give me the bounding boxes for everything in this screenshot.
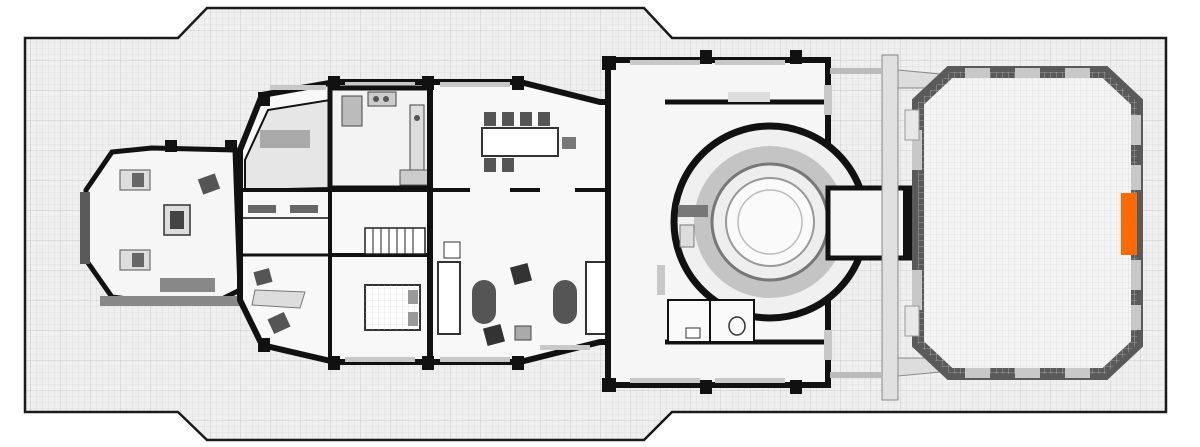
- rotunda: [670, 122, 870, 322]
- stair: [364, 227, 426, 255]
- lounge: [437, 241, 609, 347]
- walkway: [825, 185, 915, 261]
- bridge-console: [80, 192, 90, 264]
- bathroom: [667, 299, 755, 343]
- cabin: [364, 284, 421, 331]
- orange-marker: [1121, 193, 1137, 255]
- aft-column: [830, 54, 941, 401]
- partitions: [240, 82, 617, 362]
- aft-deck-room: [904, 66, 1143, 380]
- bridge: [80, 140, 243, 306]
- doors: [657, 85, 832, 360]
- dining-area: [481, 112, 576, 172]
- galley: [244, 85, 433, 192]
- corridor: [248, 205, 318, 335]
- deck-edge: [23, 6, 1168, 442]
